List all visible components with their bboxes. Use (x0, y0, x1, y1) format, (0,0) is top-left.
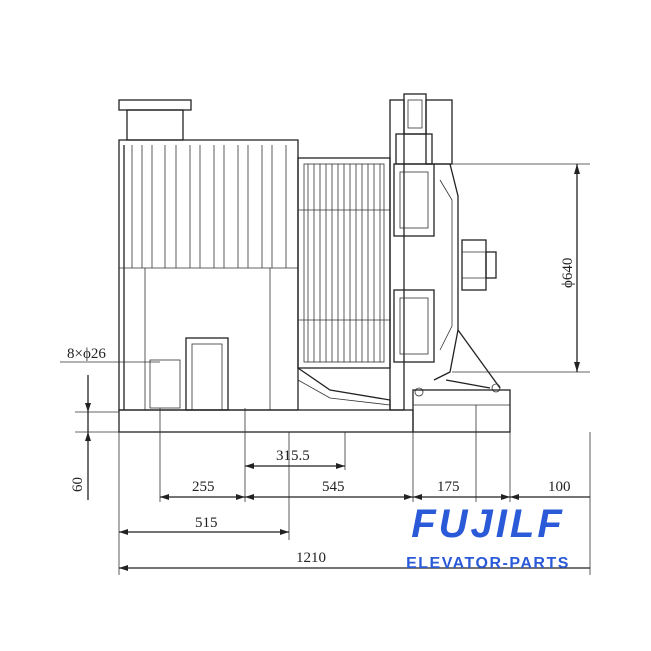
dim-255: 255 (192, 479, 215, 495)
dim-315: 315.5 (276, 448, 310, 464)
dimension-lines (85, 164, 590, 571)
brand-name: FUJILF (411, 502, 565, 546)
brake-assembly (389, 93, 501, 411)
extension-lines (60, 163, 591, 575)
dim-175: 175 (437, 479, 460, 495)
dim-1210: 1210 (296, 550, 326, 566)
dim-diameter: ϕ640 (560, 258, 576, 288)
base-frame (118, 389, 511, 433)
brand-logo: FUJILF ELEVATOR-PARTS (383, 503, 593, 573)
motor-body (118, 99, 299, 411)
cooling-fins (131, 145, 287, 268)
dim-bolt-holes: 8×ϕ26 (67, 346, 106, 362)
dim-545: 545 (322, 479, 345, 495)
dim-515: 515 (195, 515, 218, 531)
traction-sheave (297, 157, 391, 410)
dim-100: 100 (548, 479, 571, 495)
dim-height: 60 (70, 477, 86, 492)
brand-tagline: ELEVATOR-PARTS (406, 555, 570, 572)
